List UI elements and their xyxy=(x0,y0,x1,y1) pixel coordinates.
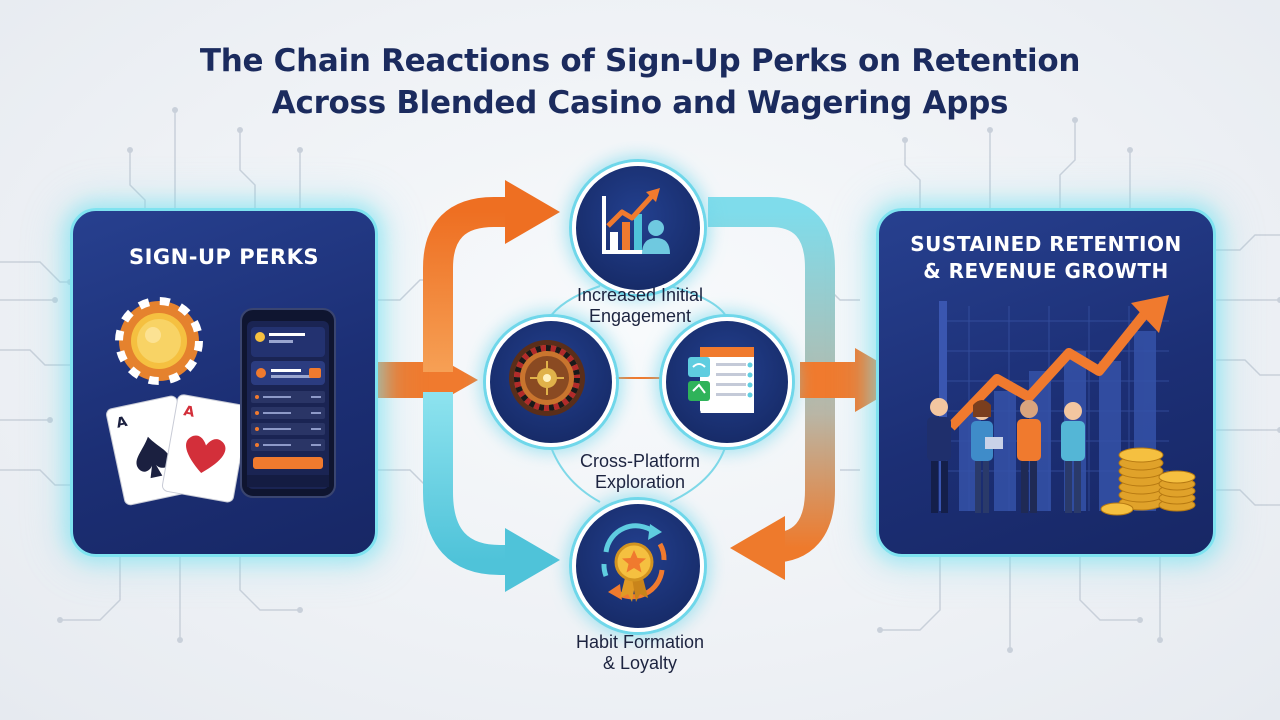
arrow-arc-to-engagement xyxy=(423,197,510,372)
engagement-label-line-2: Engagement xyxy=(588,306,692,326)
loyalty-label-line-1: Habit Formation xyxy=(575,632,705,652)
business-team-icon xyxy=(927,398,1085,513)
svg-text:A: A xyxy=(182,403,196,421)
retention-heading-line-1: SUSTAINED RETENTION xyxy=(910,232,1182,256)
sign-up-perks-panel: SIGN-UP PERKS A A xyxy=(70,208,378,557)
sign-up-perks-art: A A xyxy=(106,297,336,506)
loyalty-badge-icon xyxy=(601,523,667,602)
title-line-2: Across Blended Casino and Wagering Apps xyxy=(271,85,1009,121)
retention-growth-art xyxy=(927,295,1196,516)
retention-heading-line-2: & REVENUE GROWTH xyxy=(923,259,1169,283)
casino-chip-icon xyxy=(115,297,203,385)
svg-text:A: A xyxy=(115,414,129,432)
engagement-label-line-1: Increased Initial xyxy=(576,285,704,305)
sign-up-perks-heading: SIGN-UP PERKS xyxy=(128,245,320,269)
exploration-roulette-circle xyxy=(486,317,616,447)
diagram-title: The Chain Reactions of Sign-Up Perks on … xyxy=(0,40,1280,124)
loyalty-label: Habit Formation & Loyalty xyxy=(534,632,746,674)
exploration-betting-circle xyxy=(662,317,792,447)
title-line-1: The Chain Reactions of Sign-Up Perks on … xyxy=(199,43,1081,79)
smartphone-app-icon xyxy=(240,308,336,498)
loyalty-label-line-2: & Loyalty xyxy=(602,653,678,673)
retention-growth-panel: SUSTAINED RETENTION & REVENUE GROWTH xyxy=(876,208,1216,557)
playing-cards-icon: A A xyxy=(106,394,250,506)
engagement-stage-circle xyxy=(572,162,704,294)
retention-growth-heading: SUSTAINED RETENTION & REVENUE GROWTH xyxy=(879,231,1213,285)
exploration-label-line-1: Cross-Platform xyxy=(579,451,700,471)
exploration-label-line-2: Exploration xyxy=(594,472,686,492)
arrow-arc-to-loyalty xyxy=(423,392,510,575)
bar-chart-user-icon xyxy=(602,188,670,254)
betting-slip-icon xyxy=(688,347,754,413)
roulette-wheel-icon xyxy=(509,340,585,416)
loyalty-stage-circle xyxy=(572,500,704,632)
exploration-label: Cross-Platform Exploration xyxy=(534,451,746,493)
coin-stack-icon xyxy=(1100,447,1196,516)
engagement-label: Increased Initial Engagement xyxy=(534,285,746,327)
